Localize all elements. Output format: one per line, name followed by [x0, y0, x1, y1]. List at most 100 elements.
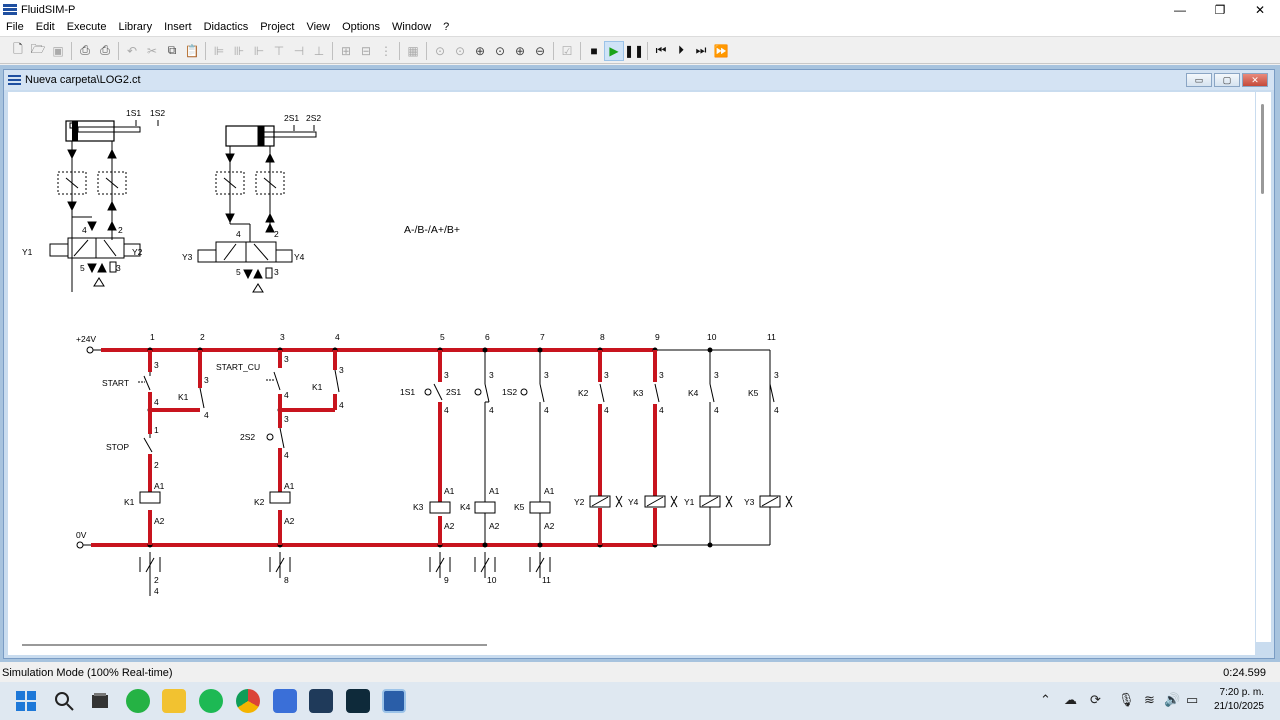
y3-solenoid[interactable] [759, 495, 793, 508]
zoom-all-icon[interactable]: ⊕ [474, 43, 486, 58]
zoom-out-icon[interactable]: ⊖ [534, 43, 546, 58]
rewind-icon[interactable]: ⏮ [655, 43, 667, 57]
doc-close-button[interactable]: ✕ [1242, 73, 1268, 87]
play-icon[interactable]: ▶ [604, 40, 624, 61]
y1-label: Y1 [684, 497, 695, 507]
menu-window[interactable]: Window [392, 21, 432, 33]
save-icon[interactable]: ▣ [52, 43, 64, 58]
1s2-label: 1S2 [502, 387, 517, 397]
terminal-icon[interactable] [346, 689, 370, 713]
taskbar-clock[interactable]: 7:20 p. m. 21/10/2025 [1214, 686, 1264, 714]
menu-project[interactable]: Project [260, 21, 295, 33]
k1-coil[interactable] [139, 491, 161, 504]
document-title: Nueva carpeta\LOG2.ct [25, 74, 141, 86]
close-button[interactable]: ✕ [1254, 3, 1266, 17]
zoom-fit-icon[interactable]: ⊙ [434, 43, 446, 58]
k2-coil[interactable] [269, 491, 291, 504]
new-icon[interactable]: 🗋 [13, 42, 23, 56]
start-contact[interactable] [138, 372, 151, 391]
start-cu-contact[interactable] [266, 371, 281, 391]
spotify-icon[interactable] [199, 689, 223, 713]
zoom-in-icon[interactable]: ⊕ [514, 43, 526, 58]
doc-minimize-button[interactable]: ▭ [1186, 73, 1212, 87]
fluidsim-icon[interactable] [382, 689, 406, 713]
open-icon[interactable]: 🗁 [30, 42, 46, 56]
menu-library[interactable]: Library [118, 21, 153, 33]
app-icon[interactable] [273, 689, 297, 713]
menu-didactics[interactable]: Didactics [203, 21, 249, 33]
minimize-button[interactable]: — [1174, 3, 1186, 17]
stop-contact[interactable] [143, 434, 153, 453]
step-icon[interactable]: ⏵ [677, 43, 684, 57]
doc-restore-button[interactable]: ▢ [1214, 73, 1240, 87]
y4-solenoid[interactable] [644, 495, 678, 508]
k4-coil[interactable] [474, 501, 496, 514]
chrome-icon[interactable] [236, 689, 260, 713]
y2-solenoid[interactable] [589, 495, 623, 508]
align-left-icon[interactable]: ⊫ [213, 43, 225, 58]
onedrive-icon[interactable]: ☁ [1064, 692, 1077, 707]
menu-options[interactable]: Options [342, 21, 381, 33]
align-top-icon[interactable]: ⊤ [273, 43, 285, 58]
circuit-canvas[interactable]: 1S1 1S2 4 2 [8, 92, 1255, 655]
whatsapp-icon[interactable] [126, 689, 150, 713]
windows-start-icon[interactable] [14, 689, 38, 713]
k2-contact-rung8[interactable] [599, 383, 605, 403]
vertical-scrollbar[interactable] [1256, 92, 1271, 642]
copy-icon[interactable]: ⧉ [167, 43, 177, 57]
cylinder-2[interactable] [225, 125, 317, 147]
zoom-window-icon[interactable]: ⊙ [454, 43, 466, 58]
k1-contact-rung4[interactable] [334, 369, 340, 393]
tray-chevron-icon[interactable]: ⌃ [1040, 692, 1051, 707]
grid-icon[interactable]: ▦ [407, 43, 419, 58]
check-icon[interactable]: ☑ [561, 43, 573, 58]
valve-1[interactable] [49, 237, 141, 287]
microphone-icon[interactable]: 🎙 [1118, 692, 1135, 707]
prime-video-icon[interactable] [309, 689, 333, 713]
horizontal-scrollbar[interactable] [8, 639, 1255, 651]
valve-2[interactable] [197, 241, 293, 293]
k5-coil[interactable] [529, 501, 551, 514]
align-right-icon[interactable]: ⊩ [253, 43, 265, 58]
y1-solenoid[interactable] [699, 495, 733, 508]
fast-forward-icon[interactable]: ⏩ [713, 43, 729, 58]
print-icon[interactable]: ⎙ [100, 43, 110, 57]
menu-edit[interactable]: Edit [35, 21, 55, 33]
ungroup-icon[interactable]: ⊟ [360, 43, 372, 58]
align-center-icon[interactable]: ⊪ [233, 43, 245, 58]
group-icon[interactable]: ⊞ [340, 43, 352, 58]
step-end-icon[interactable]: ⏭ [695, 43, 707, 57]
distribute-icon[interactable]: ⋮ [380, 43, 392, 58]
paste-icon[interactable]: 📋 [184, 43, 200, 58]
search-icon[interactable] [52, 689, 76, 713]
align-bottom-icon[interactable]: ⊥ [313, 43, 325, 58]
menu-insert[interactable]: Insert [164, 21, 192, 33]
stop-icon[interactable]: ■ [590, 43, 598, 58]
undo-icon[interactable]: ↶ [126, 43, 138, 58]
file-explorer-icon[interactable] [162, 689, 186, 713]
1s1-2s1-contact[interactable] [424, 383, 443, 401]
wifi-icon[interactable]: ≋ [1144, 692, 1155, 707]
cylinder-1[interactable] [65, 120, 159, 142]
2s2-contact[interactable] [266, 427, 285, 449]
cut-icon[interactable]: ✂ [146, 43, 158, 58]
k3-contact-rung9[interactable] [654, 383, 660, 403]
battery-icon[interactable]: ▭ [1186, 692, 1199, 707]
menu-view[interactable]: View [306, 21, 331, 33]
menu-execute[interactable]: Execute [66, 21, 107, 33]
k1-seal-contact[interactable] [199, 387, 205, 409]
sync-icon[interactable]: ⟳ [1090, 692, 1101, 707]
maximize-button[interactable]: ❐ [1214, 3, 1226, 17]
task-view-icon[interactable] [88, 689, 112, 713]
align-middle-icon[interactable]: ⊣ [293, 43, 305, 58]
vertical-scroll-thumb[interactable] [1261, 104, 1264, 194]
zoom-prev-icon[interactable]: ⊙ [494, 43, 506, 58]
pause-icon[interactable]: ❚❚ [623, 43, 645, 58]
print-preview-icon[interactable]: ⎙ [80, 43, 90, 57]
k3-coil[interactable] [429, 501, 451, 514]
menu-file[interactable]: File [6, 21, 24, 33]
horizontal-scroll-thumb[interactable] [22, 644, 487, 646]
volume-icon[interactable]: 🔊 [1164, 692, 1181, 707]
menu-help[interactable]: ? [443, 21, 450, 33]
2s1-label: 2S1 [446, 387, 461, 397]
